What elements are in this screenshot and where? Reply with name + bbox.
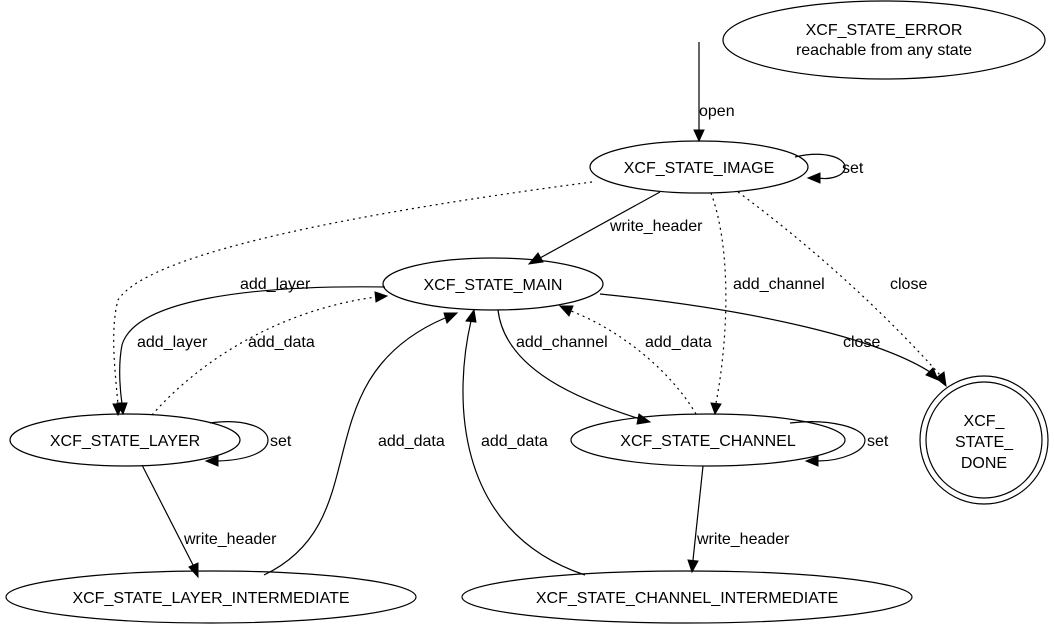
edge-open-arrowhead <box>693 129 705 143</box>
node-channel-intermediate-label: XCF_STATE_CHANNEL_INTERMEDIATE <box>536 590 838 607</box>
edge-layer-set-arrowhead <box>204 455 219 467</box>
node-layer-intermediate: XCF_STATE_LAYER_INTERMEDIATE <box>5 570 417 624</box>
edge-channel-write-header-arrowhead <box>687 559 699 574</box>
edge-image-write-header-arrowhead <box>527 252 544 265</box>
edge-open: open <box>693 42 735 143</box>
edge-image-set-line <box>794 153 846 180</box>
edge-main-close-arrowhead <box>925 367 939 381</box>
edge-image-close: close <box>737 191 947 388</box>
edge-image-add-channel-line <box>710 192 727 404</box>
edge-layer-add-data: add_data <box>151 291 389 416</box>
edge-channel-set-line <box>789 421 866 462</box>
edge-main-add-layer-arrowhead <box>116 402 128 416</box>
node-main-shape <box>382 257 604 311</box>
node-error-sublabel: reachable from any state <box>796 42 972 59</box>
edge-channel-set-label: set <box>867 433 889 450</box>
node-error: XCF_STATE_ERROR reachable from any state <box>722 0 1046 80</box>
node-main: XCF_STATE_MAIN <box>382 257 604 311</box>
edge-layer-add-data-line <box>151 296 377 416</box>
edge-image-write-header: write_header <box>527 191 703 265</box>
edge-open-label: open <box>699 103 735 120</box>
edge-layer-add-data-arrowhead <box>374 291 389 303</box>
edge-main-add-layer: add_layer <box>116 286 386 416</box>
edge-layer-set-label: set <box>270 433 292 450</box>
node-image-label: XCF_STATE_IMAGE <box>624 160 775 177</box>
node-channel-shape <box>570 413 846 467</box>
node-channel: XCF_STATE_CHANNEL <box>570 413 846 467</box>
edge-layer-write-header-label: write_header <box>183 531 277 548</box>
edge-layer-intermediate-add-data-line <box>263 317 446 576</box>
edge-main-add-channel-line <box>497 309 641 420</box>
edge-image-add-channel: add_channel <box>710 192 825 416</box>
edge-main-close-line <box>599 293 931 373</box>
edge-image-write-header-line <box>539 191 661 259</box>
edge-layer-intermediate-add-data: add_data <box>263 312 459 576</box>
edge-channel-set: set <box>789 421 889 467</box>
node-done-label-1: XCF_ <box>964 413 1006 430</box>
edge-main-add-channel-arrowhead <box>636 413 652 425</box>
edge-main-close: close <box>599 293 939 381</box>
edge-image-close-arrowhead <box>935 371 947 388</box>
edge-channel-add-data-line <box>570 310 697 415</box>
edge-channel-intermediate-add-data: add_data <box>462 308 586 576</box>
edge-main-add-layer-line <box>119 286 386 405</box>
node-layer-intermediate-shape <box>5 570 417 624</box>
node-layer-intermediate-label: XCF_STATE_LAYER_INTERMEDIATE <box>72 590 349 607</box>
edge-layer-write-header-line <box>141 464 194 566</box>
edge-image-add-channel-label: add_channel <box>733 276 825 293</box>
edge-image-write-header-label: write_header <box>609 218 703 235</box>
node-error-label: XCF_STATE_ERROR <box>806 22 963 39</box>
edge-channel-set-arrowhead <box>804 455 819 467</box>
edge-layer-add-data-label: add_data <box>248 334 315 351</box>
edge-image-add-layer-line <box>113 181 593 406</box>
node-error-shape <box>722 0 1046 80</box>
edge-channel-add-data-label: add_data <box>645 334 712 351</box>
edge-main-add-channel-label: add_channel <box>516 334 608 351</box>
edge-main-close-label: close <box>843 334 880 351</box>
node-done-inner <box>925 381 1043 499</box>
edge-channel-write-header: write_header <box>687 465 790 574</box>
edge-channel-write-header-label: write_header <box>696 531 790 548</box>
node-channel-label: XCF_STATE_CHANNEL <box>620 433 796 450</box>
node-layer: XCF_STATE_LAYER <box>9 413 241 467</box>
edge-image-add-channel-arrowhead <box>710 402 722 416</box>
node-channel-intermediate-shape <box>461 570 913 624</box>
edge-channel-intermediate-add-data-line <box>462 320 586 576</box>
edge-layer-intermediate-add-data-label: add_data <box>378 433 445 450</box>
edge-layer-write-header-arrowhead <box>188 562 199 579</box>
edge-layer-intermediate-add-data-arrowhead <box>443 312 459 324</box>
node-done: XCF_ STATE_ DONE <box>919 375 1049 505</box>
edge-image-set-label: set <box>842 160 864 177</box>
edge-layer-write-header: write_header <box>141 464 277 579</box>
node-done-label-3: DONE <box>961 455 1007 472</box>
edge-image-close-label: close <box>890 276 927 293</box>
edge-channel-intermediate-add-data-arrowhead <box>465 308 477 323</box>
edge-channel-add-data: add_data <box>558 305 712 415</box>
edge-layer-set: set <box>204 421 292 467</box>
node-channel-intermediate: XCF_STATE_CHANNEL_INTERMEDIATE <box>461 570 913 624</box>
edge-layer-set-line <box>209 421 269 462</box>
edge-channel-add-data-arrowhead <box>558 305 574 317</box>
edge-image-set-arrowhead <box>806 172 821 184</box>
edge-image-add-layer-label: add_layer <box>240 276 311 293</box>
node-done-label-2: STATE_ <box>955 434 1014 451</box>
node-image: XCF_STATE_IMAGE <box>589 140 809 194</box>
edge-channel-write-header-line <box>692 465 704 561</box>
node-layer-shape <box>9 413 241 467</box>
edge-main-add-channel: add_channel <box>497 309 652 425</box>
edge-channel-intermediate-add-data-label: add_data <box>481 433 548 450</box>
edge-image-close-line <box>737 191 941 376</box>
edge-image-set: set <box>794 153 864 184</box>
edge-main-add-layer-label: add_layer <box>137 334 208 351</box>
node-main-label: XCF_STATE_MAIN <box>424 277 563 294</box>
node-layer-label: XCF_STATE_LAYER <box>50 433 200 450</box>
